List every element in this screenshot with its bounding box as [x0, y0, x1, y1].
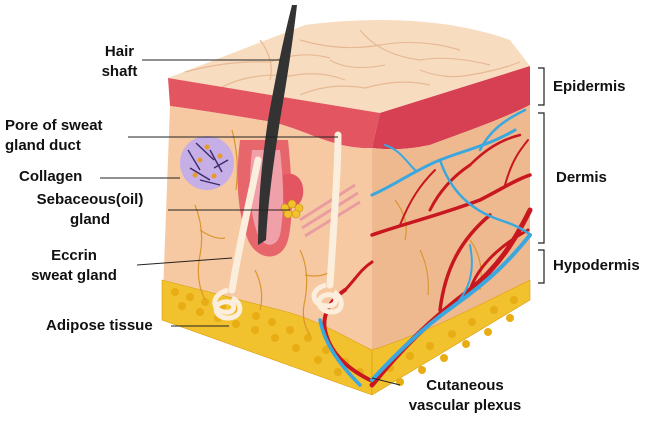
label-cutaneous-vascular-plexus: Cutaneous vascular plexus [390, 376, 540, 416]
label-pore-of-sweat-gland-duct: Pore of sweat gland duct [5, 116, 130, 156]
label-epidermis: Epidermis [553, 77, 653, 97]
label-collagen: Collagen [19, 167, 99, 187]
label-adipose-tissue: Adipose tissue [46, 316, 174, 336]
label-dermis: Dermis [556, 168, 636, 188]
label-hair-shaft: Hair shaft [92, 42, 147, 82]
label-hypodermis: Hypodermis [553, 256, 658, 276]
label-sebaceous-gland: Sebaceous(oil) gland [10, 190, 170, 230]
layer-brackets [538, 68, 544, 283]
label-eccrin-sweat-gland: Eccrin sweat gland [10, 246, 138, 286]
